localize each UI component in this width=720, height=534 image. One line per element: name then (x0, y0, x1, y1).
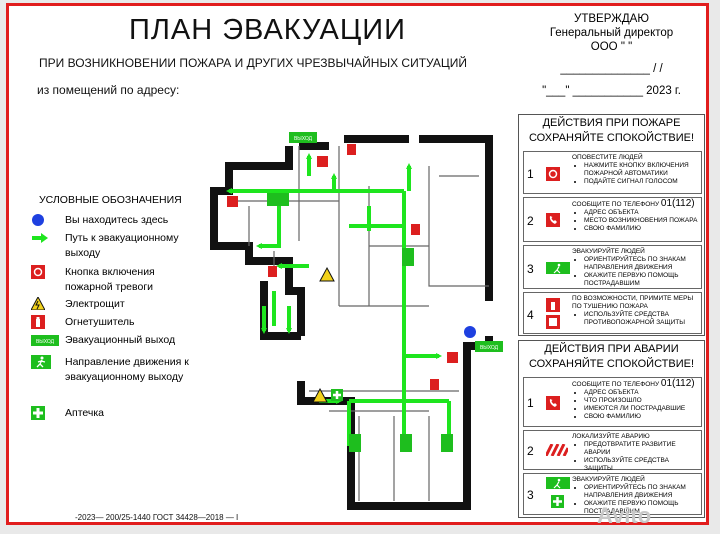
running-man-icon (349, 434, 361, 452)
fire-alarm-button-icon (447, 352, 458, 363)
electrical-panel-icon (319, 266, 335, 282)
plan-title: ПЛАН ЭВАКУАЦИИ (129, 14, 406, 46)
fire-alarm-button-icon (31, 265, 45, 279)
interior-walls (229, 146, 489, 501)
direction-signs (267, 193, 453, 452)
fire-panel-subtitle: СОХРАНЯЙТЕ СПОКОЙСТВИЕ! (528, 132, 695, 144)
running-man-icon (400, 434, 412, 452)
running-man-icon (546, 262, 570, 274)
running-man-icon (546, 477, 570, 508)
fire-step-4: 4 ПО ВОЗМОЖНОСТИ, ПРИМИТЕ МЕРЫ ПО ТУШЕНИ… (523, 292, 702, 334)
fire-alarm-button-icon (227, 196, 238, 207)
first-aid-icon (31, 406, 45, 420)
accident-panel-subtitle: СОХРАНЯЙТЕ СПОКОЙСТВИЕ! (528, 358, 695, 370)
legend-title: УСЛОВНЫЕ ОБОЗНАЧЕНИЯ (39, 194, 182, 206)
evacuation-route-arrow-icon (32, 233, 48, 243)
electrical-panel-icon (31, 297, 45, 310)
running-man-icon (402, 248, 414, 266)
approval-position: Генеральный директор (549, 27, 674, 39)
plan-subtitle: ПРИ ВОЗНИКНОВЕНИИ ПОЖАРА И ДРУГИХ ЧРЕЗВЫ… (39, 56, 467, 70)
accident-step-1: 1 СООБЩИТЕ ПО ТЕЛЕФОНУ 01(112)АДРЕС ОБЪЕ… (523, 377, 702, 427)
fire-step-3: 3 ЭВАКУИРУЙТЕ ЛЮДЕЙОРИЕНТИРУЙТЕСЬ ПО ЗНА… (523, 245, 702, 289)
floor-plan: ВЫХОД ВЫХОД (210, 132, 503, 510)
exit-sign: ВЫХОД (289, 132, 317, 143)
first-aid-icon (331, 389, 343, 401)
approval-company: ООО " " (590, 41, 633, 53)
fire-extinguisher-icon (411, 224, 420, 235)
you-are-here-marker (464, 326, 476, 338)
running-man-icon (31, 355, 51, 369)
legend-label: Направление движения к эвакуационному вы… (65, 356, 189, 383)
fire-step-1: 1 ОПОВЕСТИТЕ ЛЮДЕЙНАЖМИТЕ КНОПКУ ВКЛЮЧЕН… (523, 151, 702, 194)
evacuation-plan-sheet: ПЛАН ЭВАКУАЦИИ ПРИ ВОЗНИКНОВЕНИИ ПОЖАРА … (6, 3, 709, 528)
fire-extinguisher-icon (430, 379, 439, 390)
fire-extinguisher-icon (31, 315, 45, 329)
fire-extinguishers (227, 144, 458, 390)
fire-alarm-button-icon (317, 156, 328, 167)
fire-extinguisher-icon (347, 144, 356, 155)
legend-label: Кнопка включения пожарной тревоги (65, 266, 155, 293)
accident-panel-title: ДЕЙСТВИЯ ПРИ АВАРИИ (544, 343, 679, 355)
approval-date-line: "___" ___________ 2023 г. (542, 85, 681, 97)
hazard-stripes-icon (546, 444, 568, 456)
avito-watermark: Avito (597, 503, 652, 528)
exit-sign-icon: ВЫХОД (31, 335, 59, 346)
accident-actions-panel: ДЕЙСТВИЯ ПРИ АВАРИИ СОХРАНЯЙТЕ СПОКОЙСТВ… (518, 340, 705, 518)
legend-label: Путь к эвакуационному выходу (65, 232, 179, 259)
legend-label: Электрощит (65, 298, 125, 310)
fire-extinguisher-icon (546, 298, 560, 329)
fire-extinguisher-icon (268, 266, 277, 277)
exit-sign-text: ВЫХОД (36, 339, 55, 345)
running-man-icon (267, 193, 289, 206)
legend-label: Вы находитесь здесь (65, 214, 169, 226)
fire-step-2: 2 СООБЩИТЕ ПО ТЕЛЕФОНУ 01(112)АДРЕС ОБЪЕ… (523, 197, 702, 242)
phone-icon (546, 396, 560, 410)
emergency-phone: 01(112) (660, 198, 695, 209)
address-label: из помещений по адресу: (37, 83, 180, 97)
exit-sign: ВЫХОД (475, 341, 503, 352)
emergency-phone: 01(112) (660, 378, 695, 389)
svg-text:ВЫХОД: ВЫХОД (294, 136, 313, 142)
legend-label: Огнетушитель (65, 316, 135, 328)
electrical-panel-icon (312, 387, 328, 403)
accident-step-2: 2 ЛОКАЛИЗУЙТЕ АВАРИЮПРЕДОТВРАТИТЕ РАЗВИТ… (523, 430, 702, 472)
svg-text:ВЫХОД: ВЫХОД (480, 345, 499, 351)
legend-label: Эвакуационный выход (65, 334, 176, 346)
fire-actions-panel: ДЕЙСТВИЯ ПРИ ПОЖАРЕ СОХРАНЯЙТЕ СПОКОЙСТВ… (518, 114, 705, 336)
phone-icon (546, 213, 560, 227)
approval-block: УТВЕРЖДАЮ Генеральный директор ООО " " _… (524, 12, 699, 98)
you-are-here-icon (32, 214, 44, 226)
approval-signature-line: ______________ / / (560, 63, 663, 75)
fire-alarm-button-icon (546, 167, 560, 181)
legend-label: Аптечка (65, 407, 105, 419)
accident-step-3: 3 ЭВАКУИРУЙТЕ ЛЮДЕЙОРИЕНТИРУЙТЕСЬ ПО ЗНА… (523, 473, 702, 515)
running-man-icon (441, 434, 453, 452)
footer-code: -2023— 200/25-1440 ГОСТ 34428—2018 — I (75, 513, 239, 522)
approval-title: УТВЕРЖДАЮ (574, 13, 649, 25)
fire-panel-title: ДЕЙСТВИЯ ПРИ ПОЖАРЕ (542, 117, 681, 129)
